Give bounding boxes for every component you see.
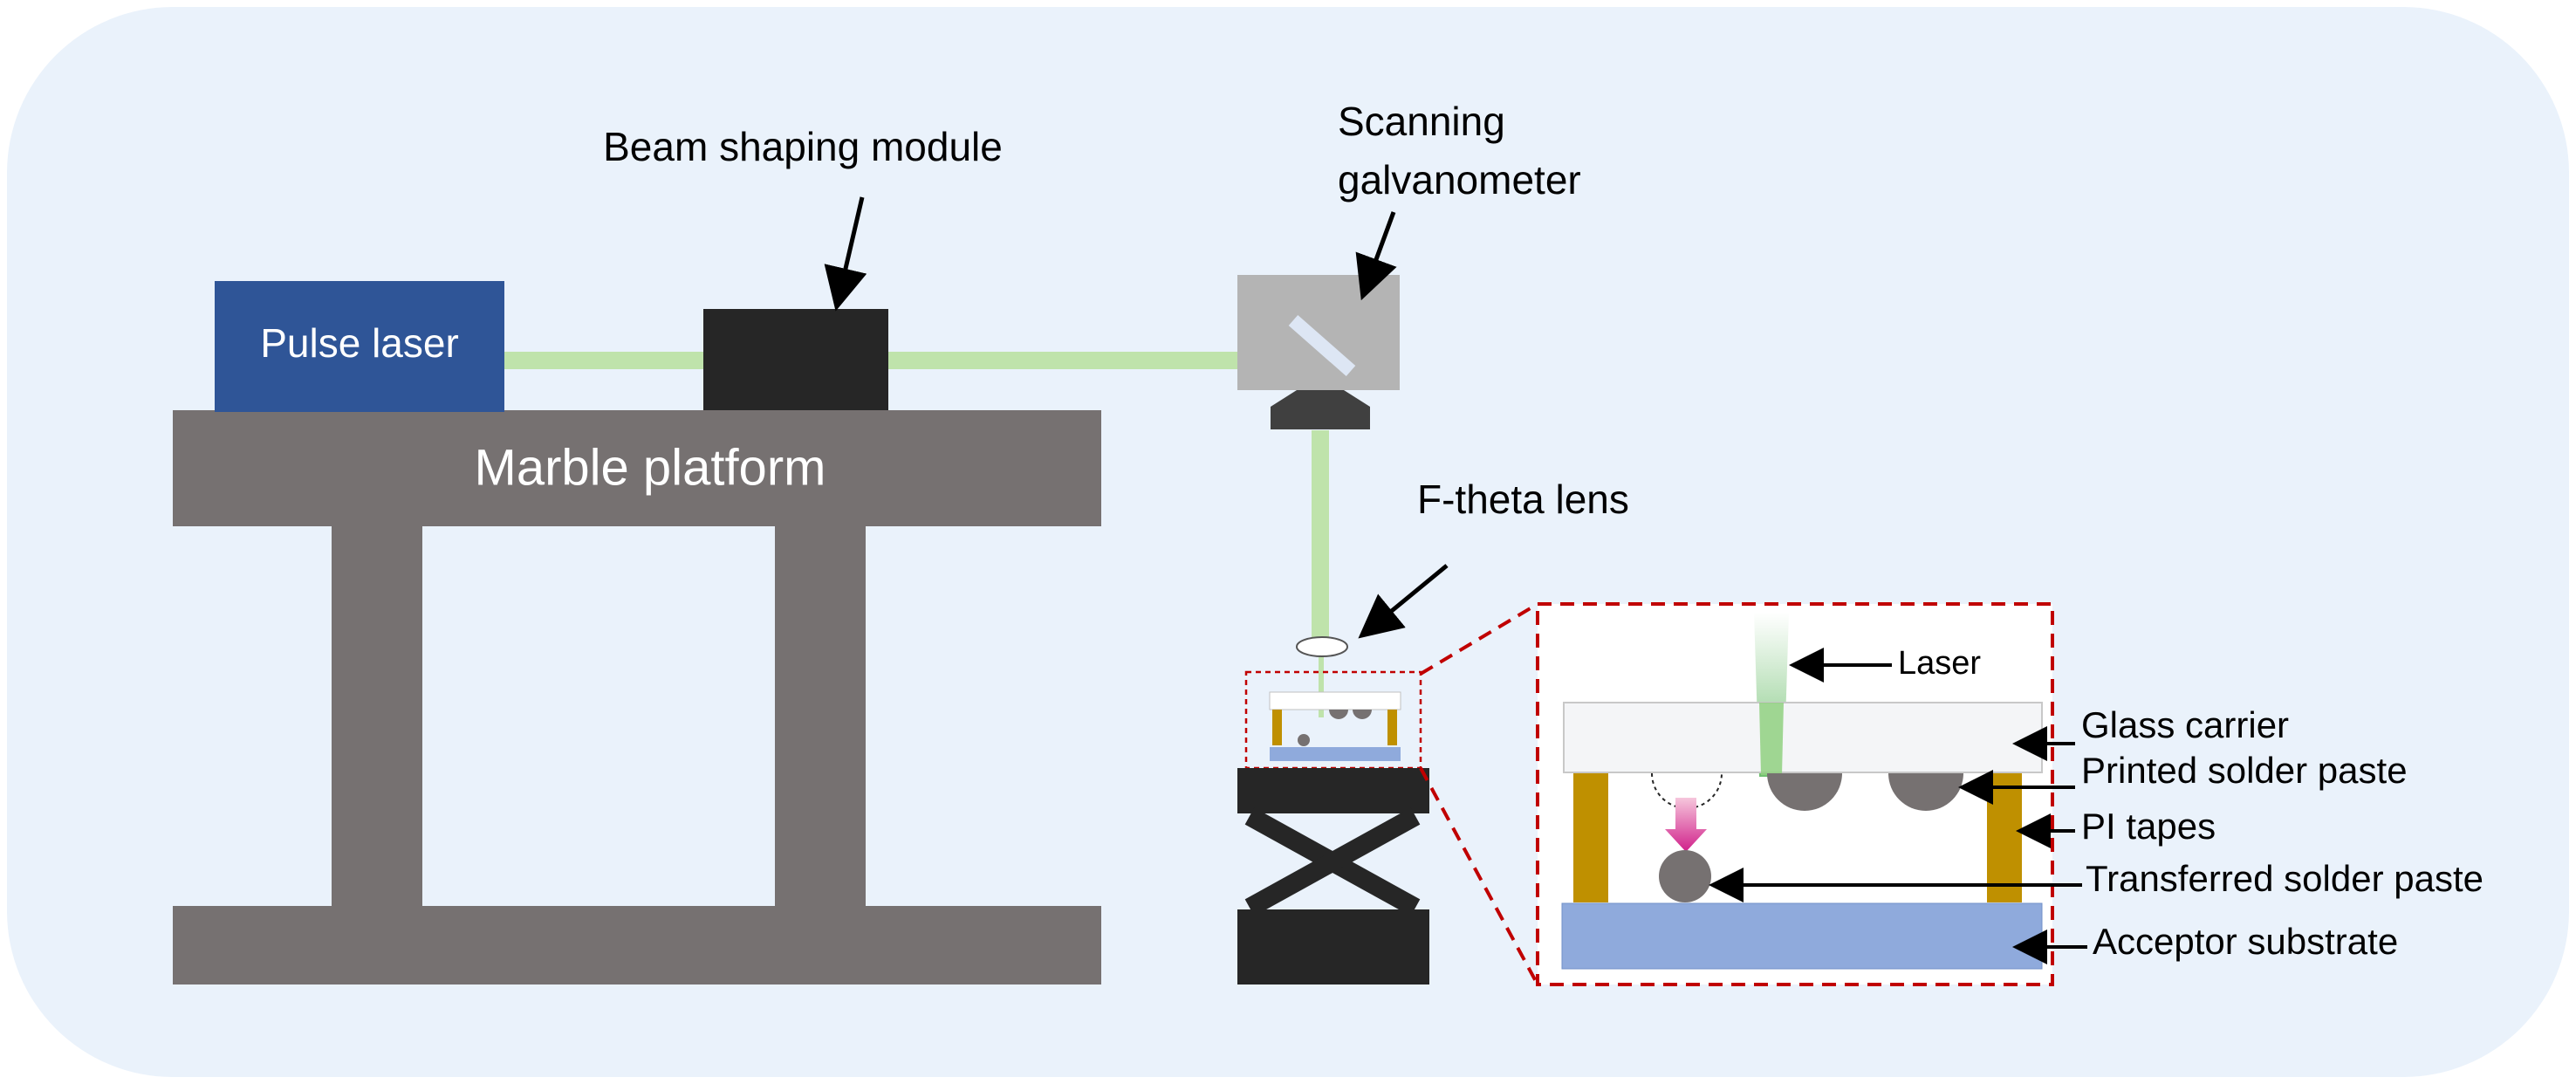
laser-beam-2 (888, 352, 1257, 369)
inset-pi-tape-left (1573, 773, 1608, 902)
inset-printed-solder-1 (1767, 773, 1842, 811)
glass-carrier-label: Glass carrier (2081, 704, 2289, 745)
scanning-label-line2: galvanometer (1338, 157, 1581, 202)
inset-printed-solder-2 (1888, 773, 1963, 811)
inset-glass-carrier (1563, 702, 2043, 773)
transferred-solder-paste-label: Transferred solder paste (2086, 858, 2484, 899)
inset-transferred-solder (1659, 850, 1711, 902)
inset-acceptor-substrate (1561, 902, 2043, 970)
pulse-laser-box (215, 281, 504, 412)
zoom-line-bottom (1419, 767, 1539, 985)
pulse-laser-label: Pulse laser (260, 320, 459, 366)
mini-sample-stack (1269, 691, 1401, 761)
beam-shaping-arrow (824, 196, 867, 312)
laser-beam-after-lens (1319, 656, 1324, 717)
acceptor-substrate-label: Acceptor substrate (2093, 921, 2398, 962)
laser-beam-vertical (1312, 430, 1329, 638)
galvo-lens-mount (1271, 390, 1370, 429)
beam-shaping-module-box (703, 309, 888, 410)
marble-platform (173, 410, 1101, 985)
galvanometer-arrow (1355, 211, 1397, 301)
inset-pi-tape-right (1987, 773, 2022, 902)
scanning-galvanometer-box (1237, 275, 1400, 390)
inset-frame (1536, 602, 2054, 986)
f-theta-lens-label: F-theta lens (1417, 477, 1629, 522)
scanning-label-line1: Scanning (1338, 99, 1505, 144)
scissor-lift (1237, 768, 1429, 985)
inset-laser-in-glass (1759, 703, 1784, 775)
f-theta-lens-shape (1296, 636, 1348, 657)
galvo-mirror (1288, 314, 1356, 377)
inset-laser-label: Laser (1898, 645, 1981, 682)
pi-tapes-label: PI tapes (2081, 806, 2216, 847)
beam-shaping-module-label: Beam shaping module (603, 124, 1003, 169)
printed-solder-paste-label: Printed solder paste (2081, 750, 2408, 791)
zoom-line-top (1419, 602, 1539, 676)
laser-beam-1 (504, 352, 703, 369)
f-theta-arrow (1358, 564, 1449, 639)
inset-pink-arrow (1665, 798, 1707, 852)
inset-removed-solder-outline (1651, 772, 1723, 809)
marble-platform-label: Marble platform (475, 439, 826, 496)
